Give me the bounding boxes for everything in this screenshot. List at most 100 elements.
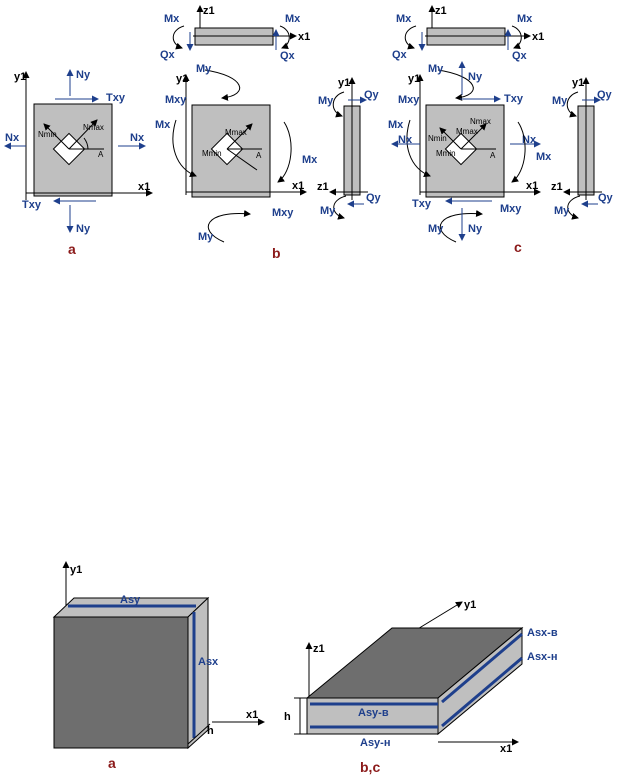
- bottom-panel-a: y1 Asy Asx x1 h a: [52, 561, 265, 771]
- x1-axis-label: x1: [500, 743, 512, 755]
- my-top-label: My: [428, 63, 444, 75]
- asx-bottom-label: Asx-н: [527, 651, 558, 663]
- qy-top-label: Qy: [364, 89, 380, 101]
- y1-axis-label: y1: [14, 71, 26, 83]
- mx-right-label: Mx: [302, 154, 318, 166]
- alpha-arc: [83, 137, 89, 150]
- mmin-label: Mmin: [202, 149, 222, 158]
- qx-right-label: Qx: [280, 50, 296, 62]
- mx-left-curve: [172, 119, 197, 178]
- my-side-top-label: My: [318, 95, 334, 107]
- nx-right-label: Nx: [130, 132, 145, 144]
- asy-bottom-label: Asy-н: [360, 737, 391, 749]
- z1-side-label: z1: [317, 181, 329, 193]
- my-bottom-curve: [439, 209, 483, 243]
- mx-right-curve: [277, 121, 292, 183]
- txy-bottom-label: Txy: [22, 199, 42, 211]
- mx-right-curve: [511, 25, 522, 50]
- my-bottom-curve: [207, 209, 251, 243]
- z1-side-label: z1: [551, 181, 563, 193]
- qy-bottom-label: Qy: [366, 192, 382, 204]
- y1-axis: [415, 601, 463, 631]
- my-side-bottom-label: My: [320, 205, 336, 217]
- nmax-arrow: [460, 123, 487, 150]
- my-side-top-label: My: [552, 95, 568, 107]
- my-side-bottom-curve: [333, 195, 347, 220]
- ny-top-label: Ny: [76, 69, 91, 81]
- alpha-label: A: [256, 151, 262, 160]
- asy-top-label: Asy-в: [358, 707, 389, 719]
- bottom-panel-bc: y1 z1 Asy-в Asy-н Asx-в Asx-н h x1 b,c: [284, 599, 558, 775]
- mx-left-curve: [172, 25, 185, 50]
- mmin-label: Mmin: [436, 149, 456, 158]
- txy-top-label: Txy: [106, 92, 126, 104]
- qy-bottom-label: Qy: [598, 192, 614, 204]
- z1-axis-label: z1: [203, 5, 215, 17]
- my-side-top-curve: [332, 91, 345, 118]
- nmax-label: Nmax: [83, 123, 104, 132]
- x1-axis-label: x1: [526, 180, 538, 192]
- nx-right-label: Nx: [522, 134, 537, 146]
- y1-axis-label: y1: [176, 73, 188, 85]
- block-front-face: [53, 616, 189, 749]
- y1-side-label: y1: [338, 77, 350, 89]
- mmax-arrow: [226, 123, 253, 150]
- alpha-label: A: [490, 151, 496, 160]
- alpha-label: A: [98, 150, 104, 159]
- mx-left-curve: [404, 25, 417, 50]
- mx-left-label: Mx: [164, 13, 180, 25]
- mx-right-curve: [279, 25, 290, 50]
- asx-label: Asx: [198, 656, 219, 668]
- mxy-bottom-label: Mxy: [500, 203, 522, 215]
- z1-axis-label: z1: [435, 5, 447, 17]
- y1-axis-label: y1: [70, 564, 82, 576]
- nx-left-label: Nx: [398, 134, 413, 146]
- y1-axis-label: y1: [464, 599, 476, 611]
- caption-c: c: [514, 239, 522, 255]
- thickness-dim-line: [187, 723, 211, 745]
- ny-top-label: Ny: [468, 71, 483, 83]
- nmax-arrow: [68, 119, 98, 150]
- x1-axis-label: x1: [138, 181, 150, 193]
- asx-bottom-rebar: [441, 656, 523, 728]
- top-panel-a: Nmax Nmin A y1 x1 Ny Ny Nx Nx Txy Txy a: [4, 69, 153, 257]
- my-side-top-curve: [566, 91, 579, 118]
- caption-a: a: [68, 241, 76, 257]
- x1-section-label: x1: [532, 31, 544, 43]
- mx-right-label: Mx: [285, 13, 301, 25]
- txy-top-label: Txy: [504, 93, 524, 105]
- my-top-curve: [204, 69, 241, 101]
- ny-bottom-label: Ny: [76, 223, 91, 235]
- nmin-label: Nmin: [38, 130, 57, 139]
- my-side-bottom-label: My: [554, 205, 570, 217]
- x1-axis-label: x1: [246, 709, 258, 721]
- slab-side-face: [437, 626, 523, 736]
- my-bottom-label: My: [198, 231, 214, 243]
- x1-axis-label: x1: [292, 180, 304, 192]
- mmax-label: Mmax: [225, 128, 247, 137]
- x1-section-label: x1: [298, 31, 310, 43]
- z1-axis-label: z1: [313, 643, 325, 655]
- mxy-top-label: Mxy: [398, 94, 420, 106]
- plate-element: [191, 104, 271, 198]
- top-panel-b: z1 x1 Mx Qx Mx Qx Mmax Mmin A y1 x1 My M…: [155, 5, 382, 261]
- my-bottom-label: My: [428, 223, 444, 235]
- asx-top-label: Asx-в: [527, 627, 558, 639]
- caption-b: b: [272, 245, 281, 261]
- nmax-label: Nmax: [470, 117, 491, 126]
- nmin-arrow: [439, 127, 462, 150]
- mxy-bottom-label: Mxy: [272, 207, 294, 219]
- asx-top-rebar: [441, 632, 523, 704]
- mmin-line: [226, 148, 258, 171]
- qy-top-label: Qy: [597, 89, 613, 101]
- thickness-label: h: [284, 711, 291, 723]
- caption-bc: b,c: [360, 759, 380, 775]
- qx-left-label: Qx: [392, 49, 408, 61]
- mx-left-label: Mx: [388, 119, 404, 131]
- mx-right-curve: [511, 121, 526, 183]
- top-panel-c: z1 x1 Mx Qx Mx Qx Nmax Mmax Nmin Mmin A …: [388, 5, 614, 255]
- mx-right-label: Mx: [517, 13, 533, 25]
- my-top-label: My: [196, 63, 212, 75]
- txy-bottom-label: Txy: [412, 198, 432, 210]
- qx-left-label: Qx: [160, 49, 176, 61]
